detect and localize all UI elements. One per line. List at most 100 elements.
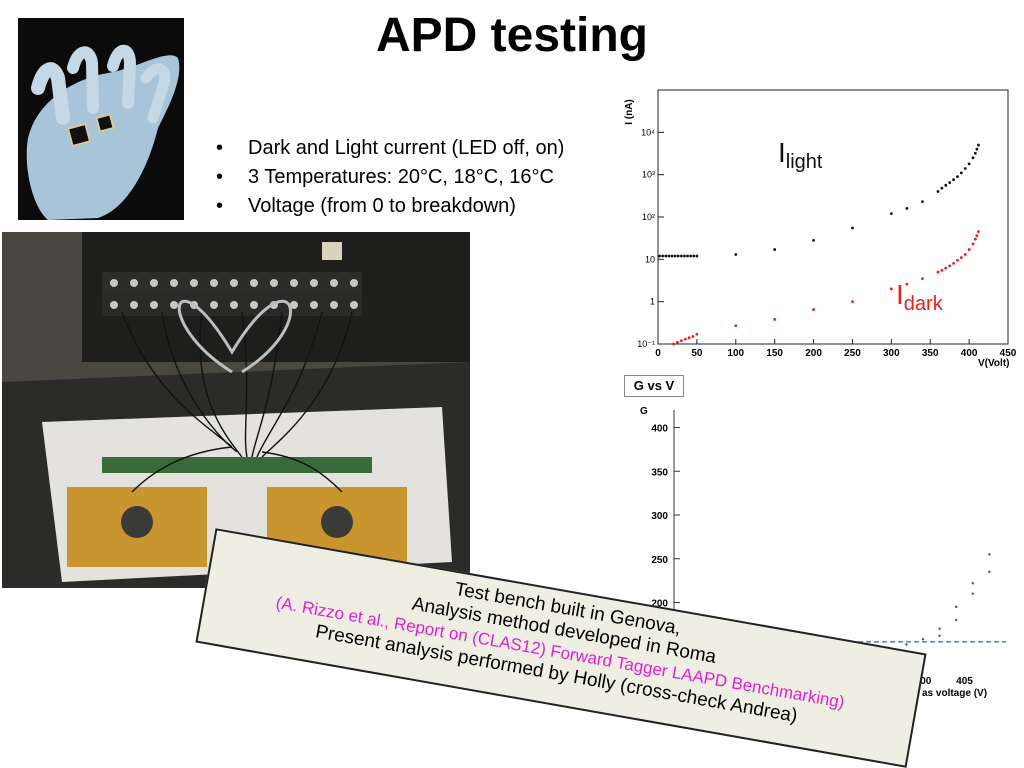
series-label-light: Ilight (778, 137, 823, 173)
x-tick-label: 100 (727, 348, 744, 359)
data-point-i-dark (687, 336, 691, 340)
data-point-i-dark (944, 266, 948, 270)
x-tick-label: 405 (956, 676, 973, 687)
data-point-i-dark (952, 262, 955, 265)
data-point-i-dark (734, 324, 738, 328)
data-point-i-dark (948, 264, 952, 268)
data-point-i-dark (812, 308, 815, 311)
data-point-i-light (667, 254, 671, 258)
plot-frame (657, 89, 1009, 345)
y-tick-label: 10³ (642, 170, 655, 180)
data-point-i-light (977, 143, 980, 147)
gain-data-point (971, 592, 974, 595)
y-tick-label: 10² (642, 212, 655, 222)
data-point-i-light (975, 147, 979, 151)
data-point-i-dark (973, 237, 977, 241)
data-point-i-light (948, 181, 952, 184)
y-tick-label: 200 (651, 599, 668, 610)
data-point-i-light (673, 254, 677, 258)
series-label-dark: Idark (896, 279, 944, 315)
data-point-i-light (944, 183, 948, 187)
data-point-i-light (812, 239, 815, 242)
data-point-i-light (952, 178, 955, 182)
test-bench-photo (2, 232, 470, 588)
data-point-i-light (670, 254, 674, 258)
x-tick-label: 50 (691, 348, 703, 359)
slide-title: APD testing (375, 9, 648, 62)
y-axis-label: I (nA) (624, 99, 635, 125)
data-point-i-dark (959, 256, 963, 259)
gain-data-point (938, 627, 941, 630)
data-point-i-light (664, 254, 668, 258)
data-point-i-light (959, 171, 963, 175)
x-tick-label: 300 (883, 348, 900, 359)
data-point-i-light (686, 254, 689, 258)
gain-data-point (938, 634, 941, 637)
x-tick-label: 350 (922, 348, 939, 359)
data-point-i-light (971, 156, 975, 160)
data-point-i-dark (683, 337, 687, 341)
x-tick-label: 400 (961, 348, 978, 359)
data-point-i-light (692, 254, 696, 258)
bullet-item: 3 Temperatures: 20°C, 18°C, 16°C (214, 163, 564, 192)
data-point-i-dark (851, 300, 854, 304)
data-point-i-light (956, 175, 959, 179)
y-tick-label: 1 (650, 297, 655, 307)
y-axis-label: G (640, 406, 648, 417)
data-point-i-dark (691, 335, 695, 338)
x-axis-label: V(Volt) (978, 358, 1009, 369)
x-tick-label: 450 (1000, 348, 1017, 359)
gain-data-point (955, 605, 958, 609)
apd-hand-photo (18, 18, 184, 220)
data-point-i-dark (672, 342, 675, 346)
data-point-i-dark (975, 234, 979, 238)
bullet-item: Voltage (from 0 to breakdown) (214, 192, 564, 221)
data-point-i-dark (956, 258, 959, 262)
gain-data-point (988, 553, 991, 556)
hand-illustration (18, 18, 184, 220)
gain-data-point (988, 570, 991, 574)
y-tick-label: 10⁻¹ (637, 339, 655, 349)
y-tick-label: 10 (645, 254, 655, 264)
data-point-i-light (679, 254, 683, 258)
data-point-i-light (773, 248, 777, 251)
x-tick-label: 0 (655, 348, 661, 359)
gain-data-point (905, 643, 908, 646)
data-point-i-dark (676, 340, 679, 344)
y-tick-label: 10⁴ (641, 127, 655, 137)
y-tick-label: 400 (651, 424, 668, 435)
data-point-i-light (676, 254, 680, 258)
data-point-i-light (940, 186, 944, 190)
data-point-i-light (661, 254, 665, 258)
data-point-i-dark (940, 268, 944, 272)
data-point-i-dark (695, 332, 699, 336)
data-point-i-dark (977, 230, 980, 234)
bullet-list: Dark and Light current (LED off, on) 3 T… (214, 134, 564, 221)
data-point-i-light (695, 254, 699, 258)
y-tick-label: 250 (651, 555, 668, 566)
data-point-i-dark (889, 287, 893, 291)
gain-data-point (921, 638, 925, 641)
bullet-item: Dark and Light current (LED off, on) (214, 134, 564, 163)
gain-chart-title-tab: G vs V (624, 375, 684, 397)
data-point-i-light (967, 162, 971, 166)
y-tick-label: 350 (651, 467, 668, 478)
x-axis-label: as voltage (V) (922, 688, 987, 699)
data-point-i-light (683, 254, 686, 258)
bench-illustration (2, 232, 470, 588)
data-point-i-dark (905, 282, 909, 286)
data-point-i-light (851, 226, 854, 230)
gain-data-point (971, 582, 974, 585)
data-point-i-light (689, 254, 693, 258)
x-tick-label: 250 (844, 348, 861, 359)
data-point-i-dark (963, 253, 967, 256)
data-point-i-dark (971, 242, 975, 246)
x-tick-label: 150 (766, 348, 783, 359)
data-point-i-dark (967, 248, 971, 251)
data-point-i-dark (936, 270, 940, 274)
data-point-i-light (973, 151, 977, 155)
data-point-i-light (658, 254, 661, 258)
gain-data-point (955, 618, 958, 622)
y-tick-label: 300 (651, 511, 668, 522)
